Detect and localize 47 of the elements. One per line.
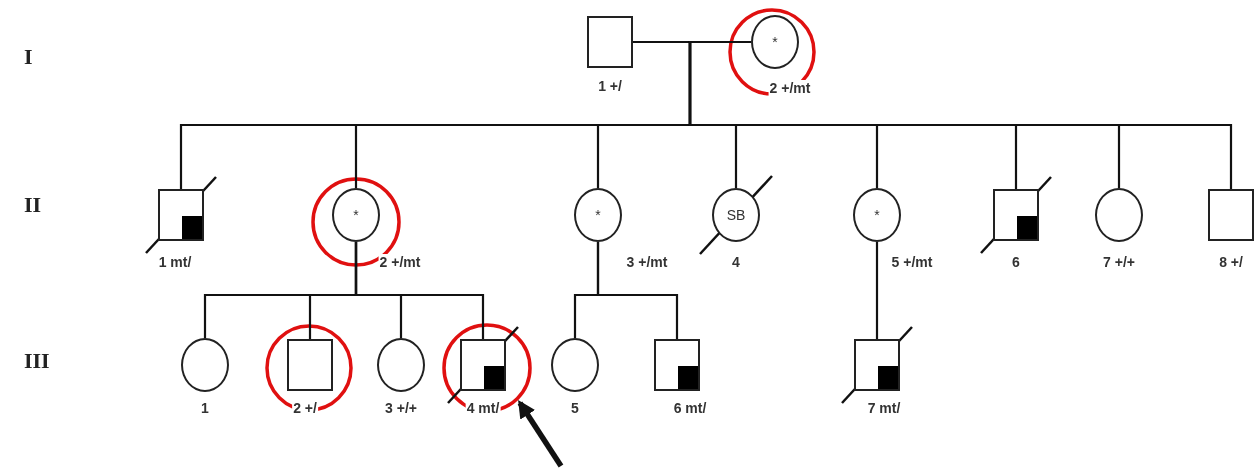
female-circle bbox=[332, 188, 380, 242]
symbol-text: * bbox=[595, 208, 601, 222]
individual-label: 2 +/mt bbox=[378, 254, 422, 270]
male-square bbox=[460, 339, 506, 391]
individual-label: 7 +/+ bbox=[1102, 254, 1136, 270]
male-square bbox=[587, 16, 633, 68]
female-circle bbox=[712, 188, 760, 242]
male-square bbox=[1208, 189, 1254, 241]
descent-line bbox=[354, 242, 485, 339]
male-square bbox=[158, 189, 204, 241]
symbol-text: * bbox=[772, 35, 778, 49]
individual-label: 2 +/mt bbox=[768, 80, 812, 96]
symbol-text: * bbox=[874, 208, 880, 222]
individual-label: 1 bbox=[200, 400, 210, 416]
individual-label: 6 bbox=[1011, 254, 1021, 270]
individual-label: 4 bbox=[731, 254, 741, 270]
proband-arrow bbox=[517, 400, 564, 468]
female-circle bbox=[574, 188, 622, 242]
female-circle bbox=[377, 338, 425, 392]
male-square bbox=[993, 189, 1039, 241]
individual-label: 1 +/ bbox=[597, 78, 623, 94]
female-circle bbox=[551, 338, 599, 392]
individual-label: 4 mt/ bbox=[465, 400, 501, 416]
generation-label: I bbox=[24, 44, 33, 70]
descent-line bbox=[688, 40, 1233, 189]
generation-label: III bbox=[24, 348, 50, 374]
descent-line bbox=[875, 242, 879, 339]
female-circle bbox=[751, 15, 799, 69]
individual-label: 5 bbox=[570, 400, 580, 416]
individual-label: 5 +/mt bbox=[890, 254, 934, 270]
descent-line bbox=[596, 242, 679, 339]
female-circle bbox=[1095, 188, 1143, 242]
male-square bbox=[287, 339, 333, 391]
male-square bbox=[854, 339, 900, 391]
individual-label: 2 +/ bbox=[292, 400, 318, 416]
symbol-text: * bbox=[353, 208, 359, 222]
symbol-text: SB bbox=[726, 208, 746, 222]
generation-label: II bbox=[24, 192, 42, 218]
individual-label: 3 +/+ bbox=[384, 400, 418, 416]
male-square bbox=[654, 339, 700, 391]
individual-label: 3 +/mt bbox=[625, 254, 669, 270]
female-circle bbox=[853, 188, 901, 242]
individual-label: 6 mt/ bbox=[672, 400, 708, 416]
female-circle bbox=[181, 338, 229, 392]
individual-label: 8 +/ bbox=[1218, 254, 1244, 270]
individual-label: 7 mt/ bbox=[866, 400, 902, 416]
individual-label: 1 mt/ bbox=[157, 254, 193, 270]
